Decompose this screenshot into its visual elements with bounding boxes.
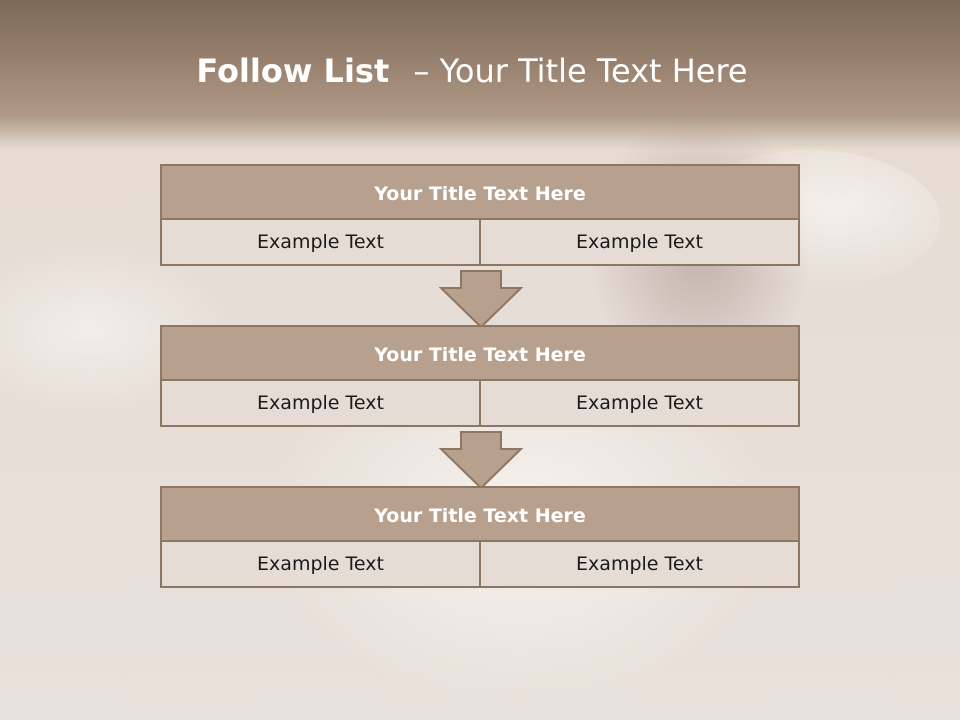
- slide-title-separator: –: [413, 52, 430, 90]
- header-band: [0, 0, 960, 150]
- step-2-title: Your Title Text Here: [160, 325, 800, 381]
- step-3-right-cell: Example Text: [479, 540, 800, 588]
- step-block-3: Your Title Text Here Example Text Exampl…: [160, 486, 800, 588]
- step-3-left-cell: Example Text: [160, 540, 481, 588]
- step-block-1: Your Title Text Here Example Text Exampl…: [160, 164, 800, 266]
- step-1-left-cell: Example Text: [160, 218, 481, 266]
- down-arrow-icon-1: [438, 270, 524, 328]
- step-block-2: Your Title Text Here Example Text Exampl…: [160, 325, 800, 427]
- step-1-right-cell: Example Text: [479, 218, 800, 266]
- step-1-row: Example Text Example Text: [160, 218, 800, 266]
- step-3-title: Your Title Text Here: [160, 486, 800, 542]
- step-2-left-cell: Example Text: [160, 379, 481, 427]
- step-2-row: Example Text Example Text: [160, 379, 800, 427]
- step-1-title: Your Title Text Here: [160, 164, 800, 220]
- down-arrow-icon-2: [438, 431, 524, 489]
- slide-title-rest: Your Title Text Here: [439, 52, 748, 90]
- step-2-right-cell: Example Text: [479, 379, 800, 427]
- slide-title: Follow List – Your Title Text Here: [0, 52, 944, 90]
- step-3-row: Example Text Example Text: [160, 540, 800, 588]
- slide-title-strong: Follow List: [196, 52, 390, 90]
